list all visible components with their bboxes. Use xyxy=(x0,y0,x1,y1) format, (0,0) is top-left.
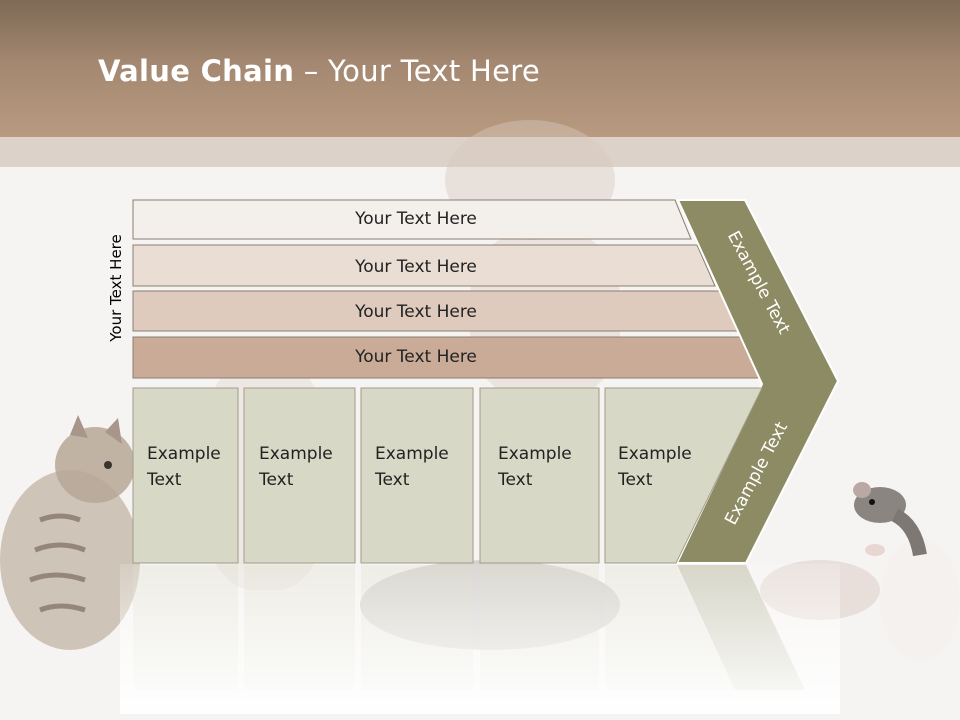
cell-line1[interactable]: Example xyxy=(147,444,221,464)
reflection-fade xyxy=(120,564,840,714)
cell-line2[interactable]: Text xyxy=(146,470,182,490)
cell-box xyxy=(132,387,239,564)
cell-line2[interactable]: Text xyxy=(258,470,294,490)
slide-title-bold: Value Chain xyxy=(98,54,295,88)
bar-label[interactable]: Your Text Here xyxy=(354,302,477,322)
bar-label[interactable]: Your Text Here xyxy=(354,347,477,367)
cell-box xyxy=(604,387,763,564)
bar-label[interactable]: Your Text Here xyxy=(354,209,477,229)
cell-line1[interactable]: Example xyxy=(375,444,449,464)
cell-line1[interactable]: Example xyxy=(259,444,333,464)
slide-title[interactable]: Value Chain – Your Text Here xyxy=(98,54,540,88)
cell-line2[interactable]: Text xyxy=(497,470,533,490)
cat-image xyxy=(0,415,140,650)
cell-box xyxy=(360,387,474,564)
bar-shape xyxy=(132,244,716,287)
chevron-shape xyxy=(675,199,840,564)
cell-line2[interactable]: Text xyxy=(617,470,653,490)
title-bar xyxy=(0,0,960,137)
cell-box xyxy=(243,387,356,564)
title-band xyxy=(0,137,960,167)
cell-line1[interactable]: Example xyxy=(618,444,692,464)
bar-group: Your Text Here Your Text Here Your Text … xyxy=(132,199,763,379)
cell-line1[interactable]: Example xyxy=(498,444,572,464)
slide-title-rest: – Your Text Here xyxy=(294,54,540,88)
rat-image xyxy=(853,482,960,660)
cell-line2[interactable]: Text xyxy=(374,470,410,490)
cell-group: Example Text Example Text Example Text E… xyxy=(132,387,763,564)
bar-shape xyxy=(132,199,692,240)
cell-box xyxy=(479,387,600,564)
bar-label[interactable]: Your Text Here xyxy=(354,257,477,277)
